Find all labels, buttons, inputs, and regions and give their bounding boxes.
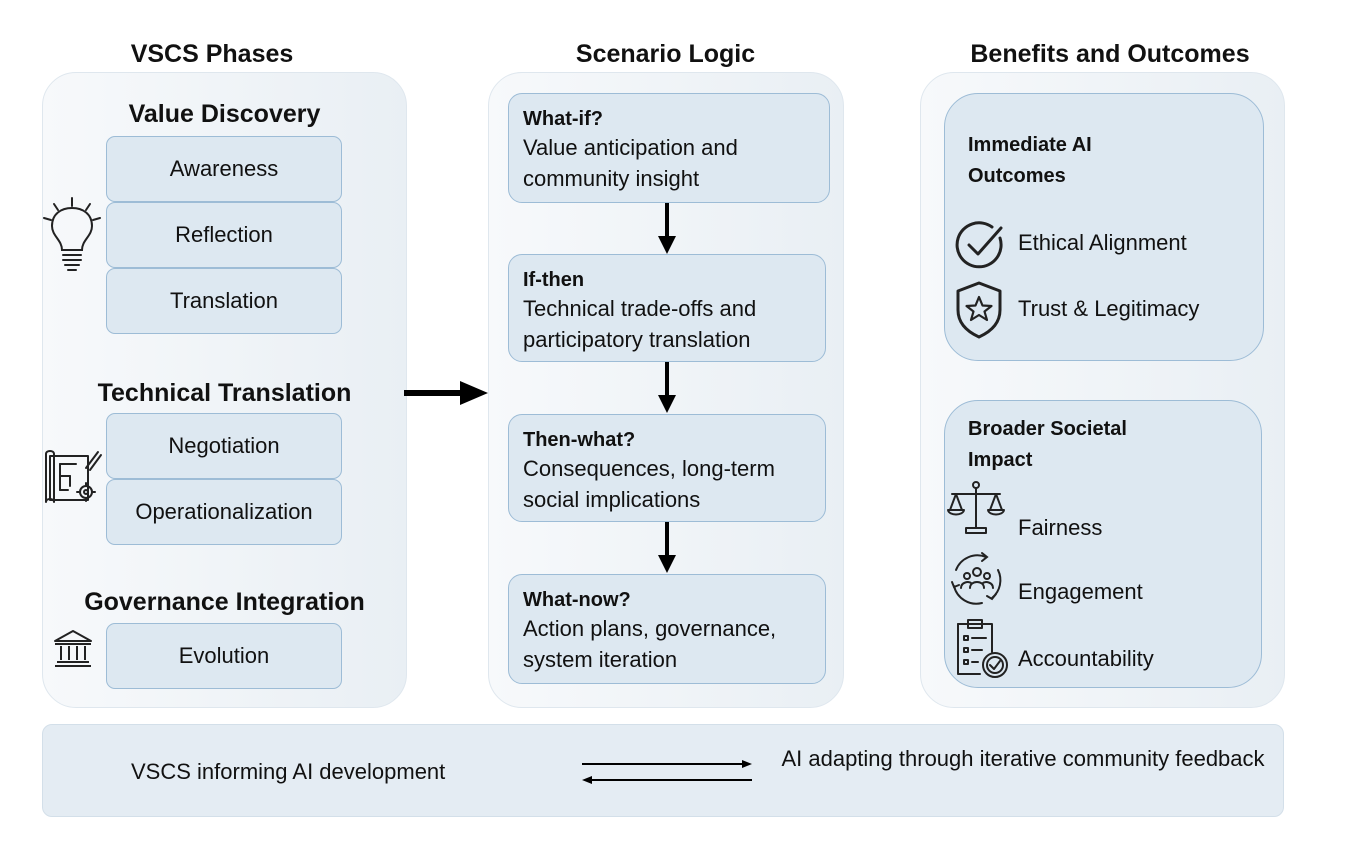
scenario-title: What-if? <box>523 108 603 130</box>
feedback-bar: VSCS informing AI development AI adaptin… <box>42 724 1284 817</box>
blueprint-icon <box>45 450 102 503</box>
lightbulb-icon <box>43 197 101 271</box>
feedback-left-text: VSCS informing AI development <box>131 759 446 784</box>
governance-integration-title: Governance Integration <box>84 588 365 616</box>
bank-icon <box>54 630 92 667</box>
clipboard-check-icon <box>957 619 1008 678</box>
bidirectional-arrow-icon <box>582 760 752 784</box>
value-discovery-title: Value Discovery <box>128 100 321 128</box>
scenario-text: Consequences, long-term social implicati… <box>523 456 775 512</box>
outcome-ethical-alignment: Ethical Alignment <box>1018 230 1187 255</box>
societal-impact-box <box>944 400 1262 688</box>
outcome-trust-legitimacy: Trust & Legitimacy <box>1018 296 1200 321</box>
community-cycle-icon <box>951 552 1002 605</box>
societal-impact-title: Broader Societal Impact <box>968 418 1127 471</box>
scenario-title: If-then <box>523 269 585 291</box>
step-operationalization: Operationalization <box>106 479 342 545</box>
scenario-title: Then-what? <box>523 429 636 451</box>
scenario-if-then: If-then Technical trade-offs and partici… <box>508 254 826 362</box>
scenario-what-if: What-if? Value anticipation and communit… <box>508 93 830 203</box>
scenario-text: Value anticipation and community insight <box>523 135 738 191</box>
feedback-right-text: AI adapting through iterative community … <box>781 746 1265 771</box>
step-reflection: Reflection <box>106 202 342 268</box>
benefits-column-title: Benefits and Outcomes <box>970 40 1250 68</box>
technical-translation-title: Technical Translation <box>97 379 352 407</box>
checkmark-icon <box>955 221 1003 269</box>
impact-fairness: Fairness <box>1018 515 1103 540</box>
impact-engagement: Engagement <box>1018 579 1143 604</box>
down-arrow-icon <box>658 522 676 573</box>
shield-star-icon <box>956 281 1002 339</box>
down-arrow-icon <box>658 203 676 254</box>
scales-icon <box>947 481 1005 534</box>
step-evolution: Evolution <box>106 623 342 689</box>
phases-column-title: VSCS Phases <box>130 40 294 68</box>
scenario-text: Action plans, governance, system iterati… <box>523 616 777 672</box>
scenario-what-now: What-now? Action plans, governance, syst… <box>508 574 826 684</box>
immediate-outcomes-box <box>944 93 1264 361</box>
step-awareness: Awareness <box>106 136 342 202</box>
scenario-text: Technical trade-offs and participatory t… <box>523 296 757 352</box>
immediate-outcomes-title: Immediate AI Outcomes <box>968 134 1092 187</box>
scenario-title: What-now? <box>523 589 631 611</box>
scenario-column-title: Scenario Logic <box>575 40 756 68</box>
down-arrow-icon <box>658 362 676 413</box>
flow-arrow-icon <box>404 381 488 405</box>
impact-accountability: Accountability <box>1018 646 1154 671</box>
scenario-then-what: Then-what? Consequences, long-term socia… <box>508 414 826 522</box>
step-translation: Translation <box>106 268 342 334</box>
step-negotiation: Negotiation <box>106 413 342 479</box>
